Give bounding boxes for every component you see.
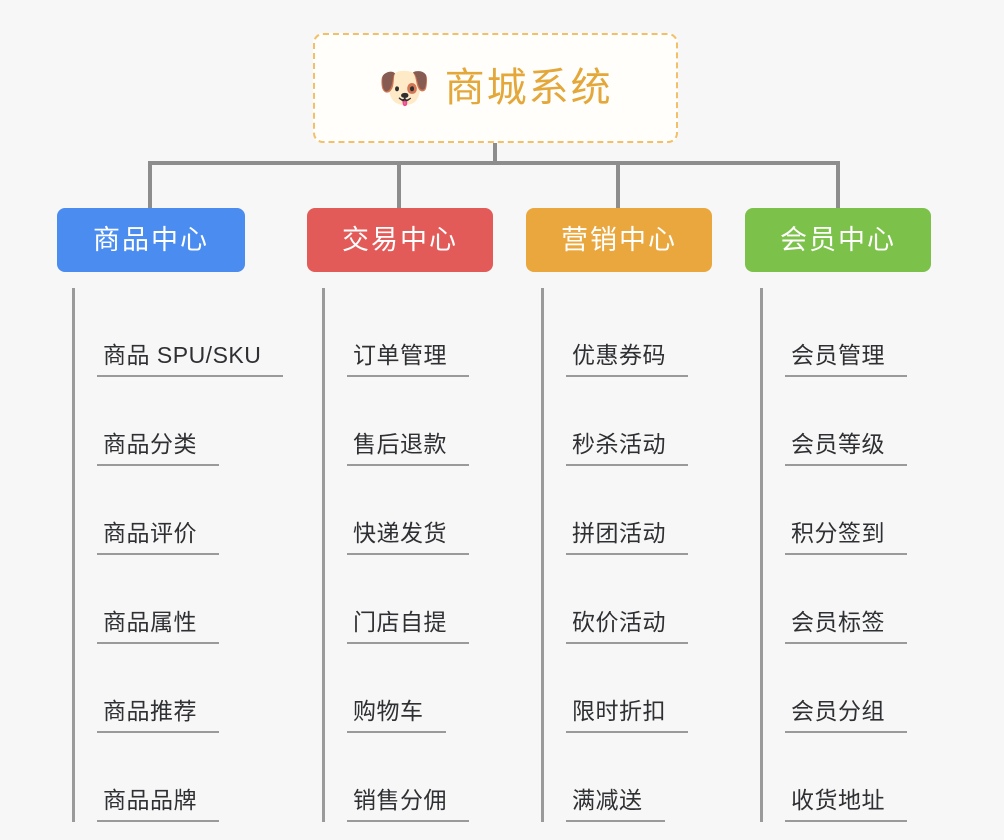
item-list-4: 会员管理 会员等级 积分签到 会员标签 会员分组 收货地址	[760, 288, 931, 822]
list-item[interactable]: 商品推荐	[75, 644, 283, 733]
category-label-4: 会员中心	[780, 224, 896, 255]
list-item[interactable]: 限时折扣	[544, 644, 712, 733]
item-label: 收货地址	[791, 786, 885, 813]
category-label-2: 交易中心	[342, 224, 458, 255]
list-item[interactable]: 满减送	[544, 733, 712, 822]
list-item[interactable]: 商品属性	[75, 555, 283, 644]
list-item[interactable]: 会员管理	[763, 288, 931, 377]
list-item[interactable]: 拼团活动	[544, 466, 712, 555]
item-label: 商品属性	[103, 608, 197, 635]
list-item[interactable]: 积分签到	[763, 466, 931, 555]
item-label: 会员管理	[791, 341, 885, 368]
item-label: 商品 SPU/SKU	[103, 341, 262, 368]
list-item[interactable]: 秒杀活动	[544, 377, 712, 466]
branch-trade-center: 交易中心 订单管理 售后退款 快递发货 门店自提 购物车 销售分佣	[307, 208, 493, 822]
list-item[interactable]: 优惠券码	[544, 288, 712, 377]
item-label: 积分签到	[791, 519, 885, 546]
list-item[interactable]: 收货地址	[763, 733, 931, 822]
item-label: 商品品牌	[103, 786, 197, 813]
item-label: 售后退款	[353, 430, 447, 457]
item-label: 满减送	[572, 786, 643, 813]
item-label: 会员分组	[791, 697, 885, 724]
branch-member-center: 会员中心 会员管理 会员等级 积分签到 会员标签 会员分组 收货地址	[745, 208, 931, 822]
list-item[interactable]: 售后退款	[325, 377, 493, 466]
connector-drop-1	[148, 161, 152, 208]
category-header-2[interactable]: 交易中心	[307, 208, 493, 272]
root-title: 商城系统	[444, 66, 613, 110]
list-item[interactable]: 销售分佣	[325, 733, 493, 822]
item-label: 商品分类	[103, 430, 197, 457]
item-label: 商品推荐	[103, 697, 197, 724]
list-item[interactable]: 商品评价	[75, 466, 283, 555]
item-list-3: 优惠券码 秒杀活动 拼团活动 砍价活动 限时折扣 满减送	[541, 288, 712, 822]
list-item[interactable]: 商品 SPU/SKU	[75, 288, 284, 377]
branch-product-center: 商品中心 商品 SPU/SKU 商品分类 商品评价 商品属性 商品推荐 商品品牌	[57, 208, 284, 822]
category-label-1: 商品中心	[93, 224, 209, 255]
item-label: 限时折扣	[572, 697, 666, 724]
list-item[interactable]: 快递发货	[325, 466, 493, 555]
category-header-4[interactable]: 会员中心	[745, 208, 931, 272]
item-label: 砍价活动	[572, 608, 666, 635]
connector-drop-4	[836, 161, 840, 208]
root-node[interactable]: 🐶 商城系统	[313, 33, 678, 143]
item-label: 会员等级	[791, 430, 885, 457]
item-label: 秒杀活动	[572, 430, 666, 457]
item-label: 优惠券码	[572, 341, 666, 368]
list-item[interactable]: 会员标签	[763, 555, 931, 644]
list-item[interactable]: 购物车	[325, 644, 493, 733]
category-label-3: 营销中心	[561, 224, 677, 255]
branch-marketing-center: 营销中心 优惠券码 秒杀活动 拼团活动 砍价活动 限时折扣 满减送	[526, 208, 712, 822]
list-item[interactable]: 商品品牌	[75, 733, 283, 822]
item-label: 拼团活动	[572, 519, 666, 546]
connector-horizontal-bus	[148, 161, 840, 165]
list-item[interactable]: 门店自提	[325, 555, 493, 644]
item-label: 快递发货	[353, 519, 447, 546]
item-label: 门店自提	[353, 608, 447, 635]
connector-root-stem	[493, 143, 497, 165]
list-item[interactable]: 砍价活动	[544, 555, 712, 644]
list-item[interactable]: 会员分组	[763, 644, 931, 733]
list-item[interactable]: 会员等级	[763, 377, 931, 466]
item-label: 购物车	[353, 697, 424, 724]
list-item[interactable]: 订单管理	[325, 288, 493, 377]
item-label: 商品评价	[103, 519, 197, 546]
item-list-1: 商品 SPU/SKU 商品分类 商品评价 商品属性 商品推荐 商品品牌	[72, 288, 284, 822]
category-header-3[interactable]: 营销中心	[526, 208, 712, 272]
category-header-1[interactable]: 商品中心	[57, 208, 245, 272]
item-label: 会员标签	[791, 608, 885, 635]
item-list-2: 订单管理 售后退款 快递发货 门店自提 购物车 销售分佣	[322, 288, 493, 822]
item-label: 订单管理	[353, 341, 447, 368]
item-label: 销售分佣	[353, 786, 447, 813]
connector-drop-2	[397, 161, 401, 208]
list-item[interactable]: 商品分类	[75, 377, 283, 466]
connector-drop-3	[616, 161, 620, 208]
dog-face-icon: 🐶	[378, 64, 431, 111]
